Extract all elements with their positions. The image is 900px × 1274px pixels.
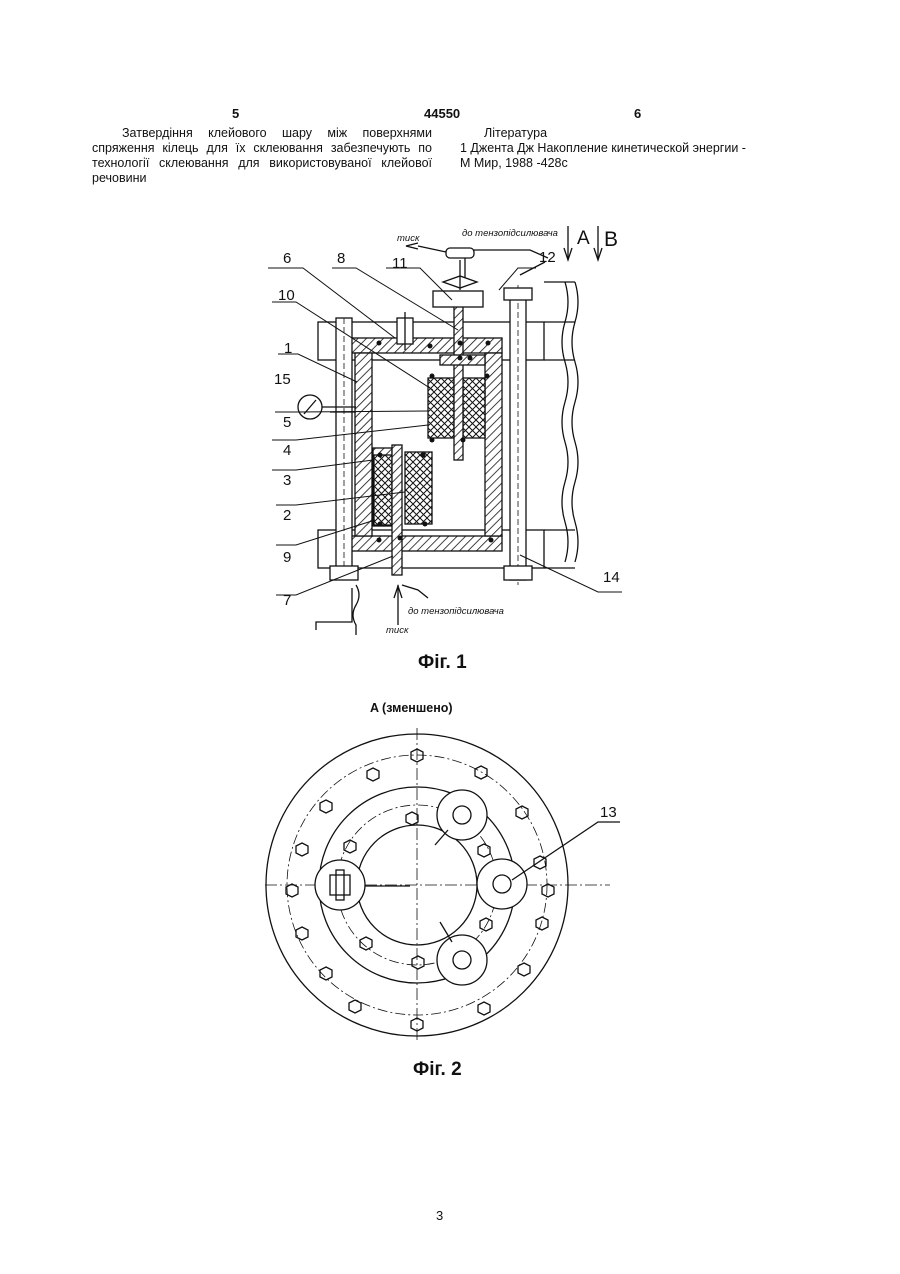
figure-2 — [265, 728, 620, 1040]
label-7: 7 — [283, 592, 291, 609]
pressure-top: тиск — [397, 233, 420, 244]
lower-ring — [405, 452, 432, 524]
label-2: 2 — [283, 507, 291, 524]
view-a-label: A — [577, 228, 590, 249]
label-6: 6 — [283, 250, 291, 267]
pressure-bottom: тиск — [386, 625, 409, 636]
figure-1 — [268, 226, 622, 635]
page-number: 3 — [436, 1208, 443, 1223]
housing-left-wall — [355, 353, 372, 536]
label-5: 5 — [283, 414, 291, 431]
note-bottom: до тензопідсилювача — [408, 606, 504, 617]
gauge-top — [437, 790, 487, 840]
label-1: 1 — [284, 340, 292, 357]
housing-right-wall — [485, 353, 502, 536]
gauge-right — [477, 859, 527, 909]
bottom-cover — [350, 536, 502, 551]
label-14: 14 — [603, 569, 620, 586]
figure-1-caption: Фіг. 1 — [418, 652, 467, 673]
view-b-label: B — [604, 228, 618, 251]
gauge-bottom — [437, 935, 487, 985]
clamp-plate — [433, 291, 483, 307]
label-11: 11 — [392, 255, 408, 272]
top-handle — [446, 248, 474, 258]
label-3: 3 — [283, 472, 291, 489]
label-13: 13 — [600, 804, 617, 821]
label-4: 4 — [283, 442, 291, 459]
upper-ring-left — [428, 378, 454, 438]
gauge-left — [315, 860, 365, 910]
label-15: 15 — [274, 371, 291, 388]
upper-shaft — [454, 300, 463, 460]
label-8: 8 — [337, 250, 345, 267]
note-top: до тензопідсилювача — [462, 228, 558, 239]
label-9: 9 — [283, 549, 291, 566]
figure-2-caption: Фіг. 2 — [413, 1059, 462, 1080]
label-10: 10 — [278, 287, 295, 304]
upper-ring-right — [463, 378, 485, 438]
label-12: 12 — [539, 249, 556, 266]
figure-2-title: A (зменшено) — [370, 701, 453, 715]
lower-shaft — [392, 445, 402, 575]
